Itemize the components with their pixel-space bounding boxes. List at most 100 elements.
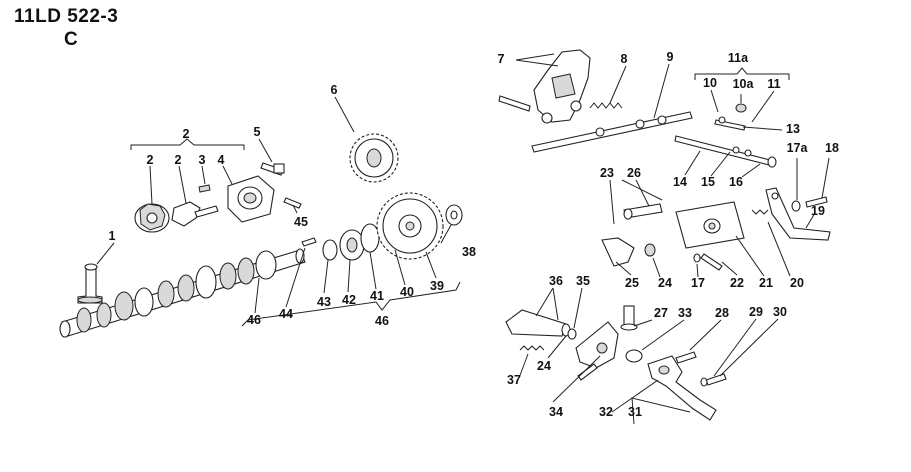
spring-part-37 xyxy=(519,345,545,351)
callout-c5: 5 xyxy=(254,125,261,139)
screw-part-5 xyxy=(260,162,285,176)
group-bracket-2 xyxy=(130,138,245,150)
washer-part-17a xyxy=(791,200,801,212)
governor-bracket-part-7 xyxy=(498,49,591,124)
callout-c45: 45 xyxy=(294,215,308,229)
screw-part-22 xyxy=(700,253,723,271)
lever-part-25 xyxy=(601,237,656,267)
screw-part-18 xyxy=(805,196,828,208)
callout-c36: 36 xyxy=(549,274,563,288)
callout-c27: 27 xyxy=(654,306,668,320)
callout-c22: 22 xyxy=(730,276,744,290)
callout-c41: 41 xyxy=(370,289,384,303)
pump-housing-part-4 xyxy=(227,175,275,223)
stud-part-27 xyxy=(620,305,638,331)
callout-c24b: 24 xyxy=(537,359,551,373)
callout-c17a: 17a xyxy=(787,141,809,155)
callout-c46a: 46 xyxy=(247,313,261,327)
callout-c16: 16 xyxy=(729,175,743,189)
callout-c40: 40 xyxy=(400,285,414,299)
key-part-44 xyxy=(301,237,317,247)
leaders-left xyxy=(96,96,452,314)
callout-c3: 3 xyxy=(199,153,206,167)
callout-c24a: 24 xyxy=(658,276,672,290)
callout-c26: 26 xyxy=(627,166,641,180)
callout-c42: 42 xyxy=(342,293,356,307)
table-letter: C xyxy=(64,29,79,50)
leaders-right-lower xyxy=(518,287,779,425)
callout-c23: 23 xyxy=(600,166,614,180)
pin-part-3 xyxy=(198,184,211,193)
washer-part-33 xyxy=(625,349,643,363)
callout-c43: 43 xyxy=(317,295,331,309)
callout-c28: 28 xyxy=(715,306,729,320)
callout-c21: 21 xyxy=(759,276,773,290)
callout-c35: 35 xyxy=(576,274,590,288)
callout-c29: 29 xyxy=(749,305,763,319)
timing-gear-part-39 xyxy=(376,192,444,260)
screw-part-28 xyxy=(675,351,697,364)
callout-c10: 10 xyxy=(703,76,717,90)
washer-part-17 xyxy=(693,253,701,263)
lever-part-19 xyxy=(765,187,831,241)
callout-c14: 14 xyxy=(673,175,687,189)
callout-c11a: 11a xyxy=(728,51,749,65)
leaders-right-upper xyxy=(515,53,830,278)
group-bracket-46 xyxy=(241,281,461,327)
screw-part-11 xyxy=(714,116,746,131)
callout-c30: 30 xyxy=(773,305,787,319)
camshaft-part-46 xyxy=(59,248,306,338)
callout-c34: 34 xyxy=(549,405,563,419)
callout-c2a: 2 xyxy=(147,153,154,167)
callout-c20: 20 xyxy=(790,276,804,290)
washer-part-38 xyxy=(445,204,463,226)
tappet-part-1 xyxy=(77,263,103,304)
callout-c11: 11 xyxy=(767,77,780,91)
callout-c4: 4 xyxy=(218,153,225,167)
spring-part-8 xyxy=(589,102,623,109)
callout-c8: 8 xyxy=(621,52,628,66)
bushing-part-42 xyxy=(339,229,365,261)
callout-c2c: 2 xyxy=(183,127,190,141)
callout-c31: 31 xyxy=(628,405,642,419)
group-bracket-11a xyxy=(694,67,790,80)
callout-c2b: 2 xyxy=(175,153,182,167)
pivot-rod-part-36 xyxy=(505,309,571,337)
callout-c15: 15 xyxy=(701,175,715,189)
callout-c19: 19 xyxy=(811,204,825,218)
callout-c7: 7 xyxy=(498,52,505,66)
cover-plate-part-21 xyxy=(675,201,745,249)
callout-c46b: 46 xyxy=(375,314,389,328)
callout-c13: 13 xyxy=(786,122,800,136)
key-part-45 xyxy=(283,197,302,209)
engine-model-title: 11LD 522-3 xyxy=(14,6,119,27)
callout-c18: 18 xyxy=(825,141,839,155)
flange-part-41 xyxy=(360,223,380,253)
pump-rotor-part-2 xyxy=(134,203,170,233)
callout-c9: 9 xyxy=(667,50,674,64)
circlip-part-35 xyxy=(567,328,577,340)
callout-c44: 44 xyxy=(279,307,293,321)
washer-part-43 xyxy=(322,239,338,261)
bracket-plate-part-34 xyxy=(575,321,619,381)
gear-part-6 xyxy=(349,133,399,183)
nut-part-10a xyxy=(735,103,747,113)
control-rod-part-9 xyxy=(531,111,693,153)
callout-c39: 39 xyxy=(430,279,444,293)
bushing-part-26 xyxy=(623,203,663,220)
callout-c10a: 10a xyxy=(733,77,755,91)
callout-c38: 38 xyxy=(462,245,476,259)
callout-c32: 32 xyxy=(599,405,613,419)
callout-c17: 17 xyxy=(691,276,705,290)
callout-c6: 6 xyxy=(331,83,338,97)
rotor-shaft-part-2 xyxy=(171,201,219,227)
callout-c1: 1 xyxy=(109,229,116,243)
link-rod-part-14 xyxy=(674,135,777,168)
callout-c37: 37 xyxy=(507,373,521,387)
callout-c33: 33 xyxy=(678,306,692,320)
screw-part-30 xyxy=(700,373,727,387)
stop-lever-part-32 xyxy=(647,355,717,421)
